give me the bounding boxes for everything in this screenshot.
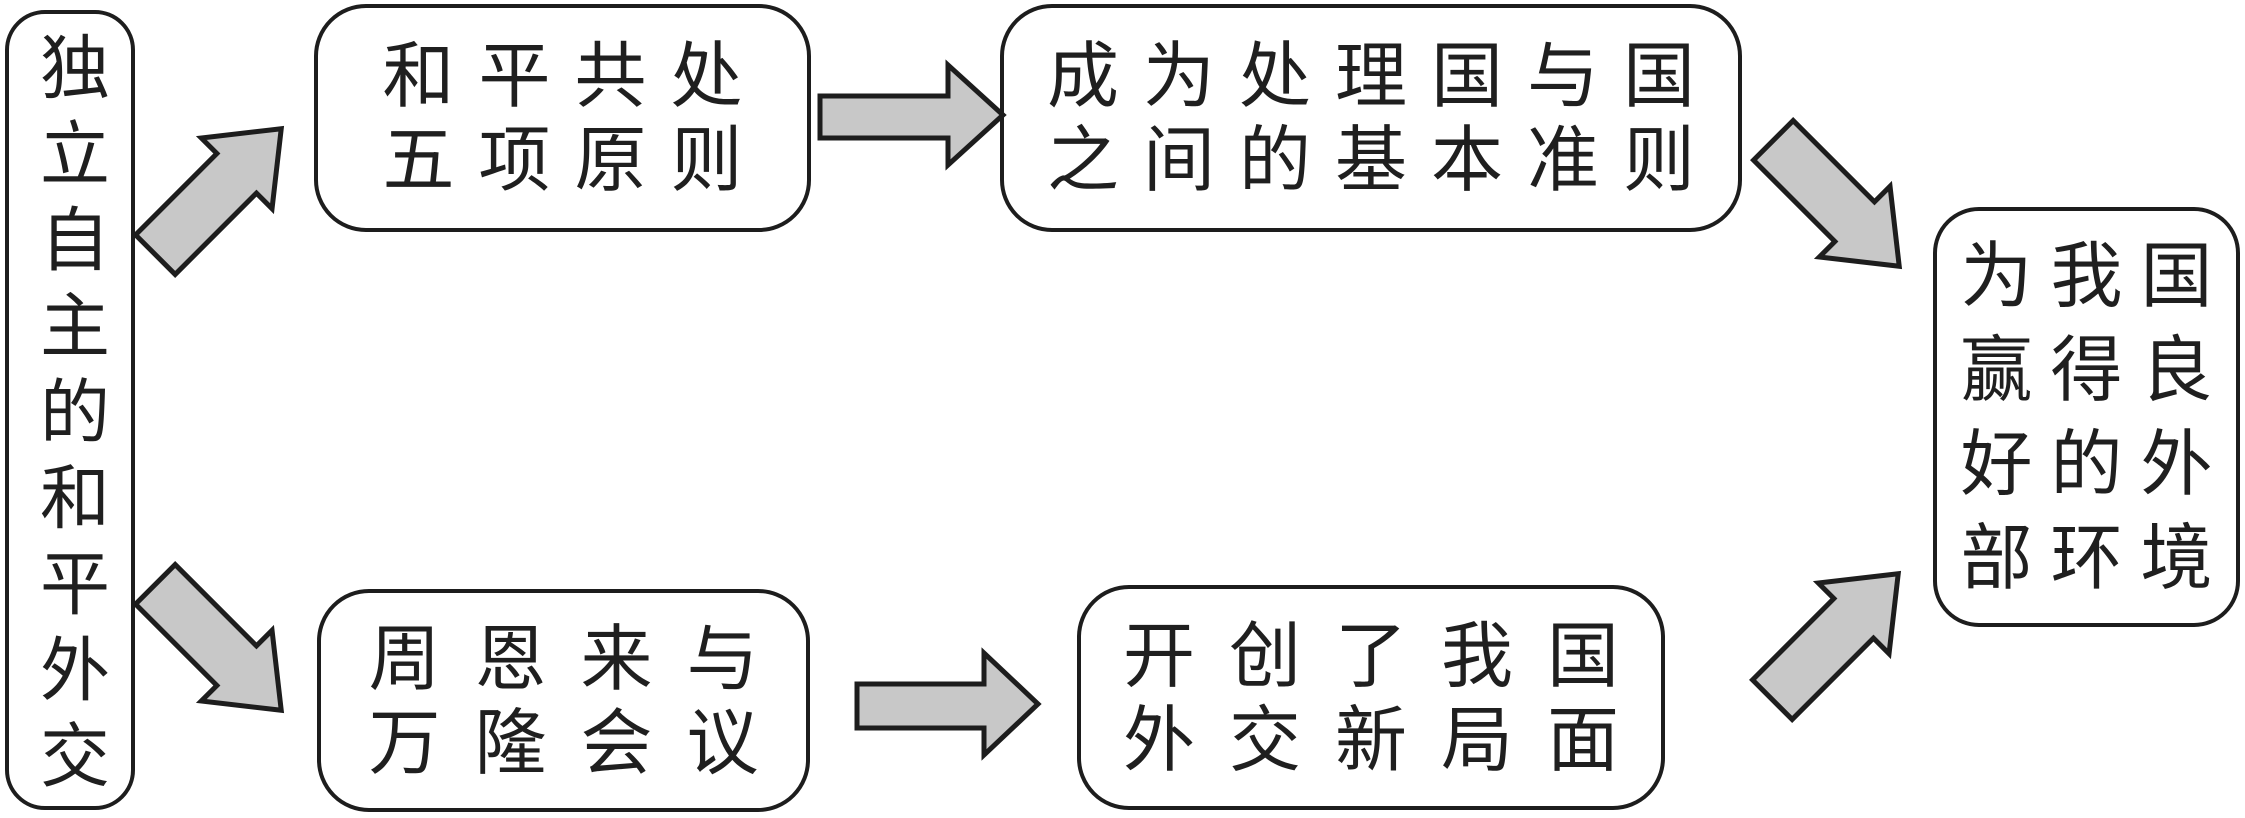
node-text-line: 万隆会议 xyxy=(368,700,793,785)
node-five-principles: 和平共处 五项原则 xyxy=(314,4,811,232)
node-favorable-external-environment: 为我国 赢得良 好的外 部环境 xyxy=(1933,207,2240,627)
node-text-line: 外交新局面 xyxy=(1122,697,1653,782)
node-text-line: 开创了我国 xyxy=(1122,613,1653,698)
arrow-right-icon xyxy=(854,647,1042,761)
node-independent-peaceful-diplomacy: 独立自主的和平外交 xyxy=(5,10,135,810)
arrow-up-right-icon xyxy=(1736,536,1935,735)
node-text-line: 周恩来与 xyxy=(368,616,793,701)
arrow-up-right-icon xyxy=(119,91,318,290)
node-text-line: 五项原则 xyxy=(382,118,767,202)
node-text-line: 为我国 xyxy=(1960,234,2231,318)
arrow-right-icon xyxy=(817,59,1007,171)
arrow-down-right-icon xyxy=(119,548,318,747)
node-text-line: 赢得良 xyxy=(1960,328,2231,412)
node-text-line: 和平共处 xyxy=(382,34,767,118)
node-text-line: 成为处理国与国 xyxy=(1046,34,1719,118)
node-basic-norms: 成为处理国与国 之间的基本准则 xyxy=(1000,4,1742,232)
node-text: 独立自主的和平外交 xyxy=(28,31,111,805)
node-new-diplomatic-situation: 开创了我国 外交新局面 xyxy=(1077,585,1665,810)
node-zhou-enlai-bandung: 周恩来与 万隆会议 xyxy=(317,589,810,812)
node-text-line: 之间的基本准则 xyxy=(1046,118,1719,202)
node-text-line: 好的外 xyxy=(1960,422,2231,506)
node-text-line: 部环境 xyxy=(1960,516,2231,600)
arrow-down-right-icon xyxy=(1737,104,1936,303)
